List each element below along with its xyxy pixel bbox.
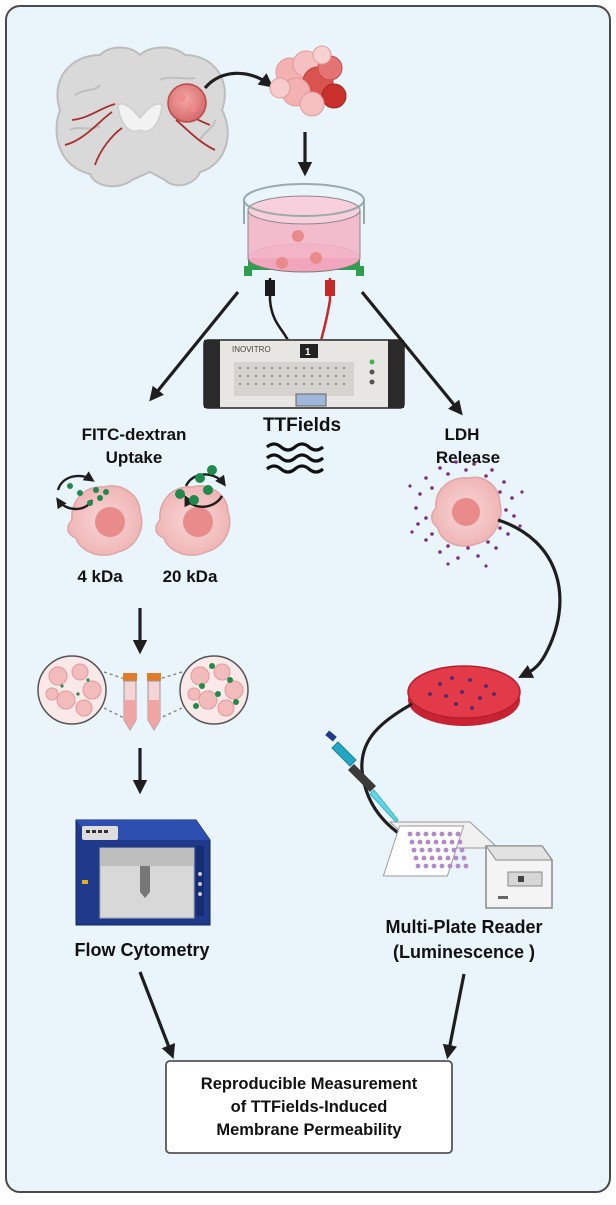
- arrow-flow-to-outcome: [138, 971, 176, 1060]
- arrow-brain-to-tumor: [203, 71, 274, 90]
- size-label-small: 4 kDa: [77, 567, 123, 586]
- tumor-cell-cluster-icon: [269, 45, 347, 117]
- outcome-line3: Membrane Permeability: [216, 1121, 402, 1139]
- device-brand: INOVITRO: [232, 345, 271, 354]
- fitc-label-line1: FITC-dextran: [82, 425, 187, 444]
- fitc-cell-small-dextran: [56, 471, 143, 556]
- multi-plate-reader-icon: [382, 821, 553, 909]
- device-channel: 1: [305, 347, 311, 358]
- arrow-ldh-to-plate: [497, 518, 562, 678]
- fitc-label-line2: Uptake: [106, 448, 163, 467]
- ldh-label-line1: LDH: [445, 425, 480, 444]
- arrow-reader-to-outcome: [442, 973, 466, 1060]
- outcome-line1: Reproducible Measurement: [201, 1075, 418, 1093]
- outcome-box: [165, 1060, 453, 1154]
- inovitro-generator-icon: INOVITRO 1: [203, 339, 405, 409]
- arrow-dish-to-fitc: [149, 290, 240, 402]
- outcome-line2: of TTFields-Induced: [231, 1098, 388, 1116]
- brain-coronal-section-icon: [55, 46, 229, 188]
- zoom-circle-large-dextran: [179, 655, 249, 725]
- fitc-cell-large-dextran: [155, 465, 231, 556]
- zoom-lines: [103, 671, 183, 721]
- plate-reader-label-line1: Multi-Plate Reader: [385, 917, 542, 937]
- red-culture-plate-icon: [407, 665, 521, 726]
- plate-reader-label-line2: (Luminescence ): [393, 942, 535, 962]
- size-label-large: 20 kDa: [163, 567, 218, 586]
- zoom-circle-small-dextran: [37, 655, 107, 725]
- ldh-label-line2: Release: [436, 448, 500, 467]
- electric-field-waves-icon: [265, 442, 325, 474]
- ldh-releasing-cell-icon: [408, 460, 524, 568]
- arrow-dish-to-ldh: [360, 290, 463, 416]
- culture-dish-with-electrodes-icon: [243, 183, 365, 276]
- flow-cytometer-icon: [75, 819, 211, 926]
- flow-cytometry-label: Flow Cytometry: [74, 940, 209, 960]
- centrifuge-tubes-icon: [123, 673, 161, 731]
- ttfields-label: TTFields: [263, 415, 341, 436]
